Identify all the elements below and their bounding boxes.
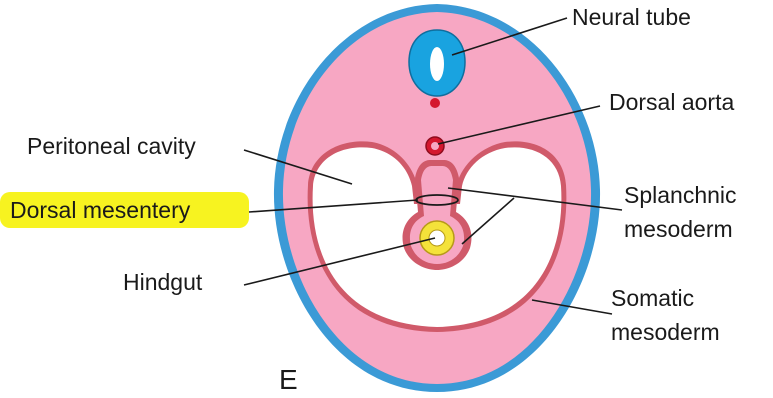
label-dorsal-aorta: Dorsal aorta [609,89,734,115]
label-neural-tube: Neural tube [572,4,691,30]
neural-canal [430,47,444,81]
label-peritoneal-cavity: Peritoneal cavity [27,133,196,159]
label-dorsal-mesentery: Dorsal mesentery [10,197,191,223]
label-hindgut: Hindgut [123,269,203,295]
dorsal-aorta-lumen [431,142,439,150]
label-somatic-line2: mesoderm [611,319,720,345]
panel-letter: E [279,364,298,395]
notochord [430,98,440,108]
label-splanchnic-line1: Splanchnic [624,182,737,208]
label-splanchnic-line2: mesoderm [624,216,733,242]
hindgut-lumen [429,230,445,246]
label-somatic-line1: Somatic [611,285,694,311]
